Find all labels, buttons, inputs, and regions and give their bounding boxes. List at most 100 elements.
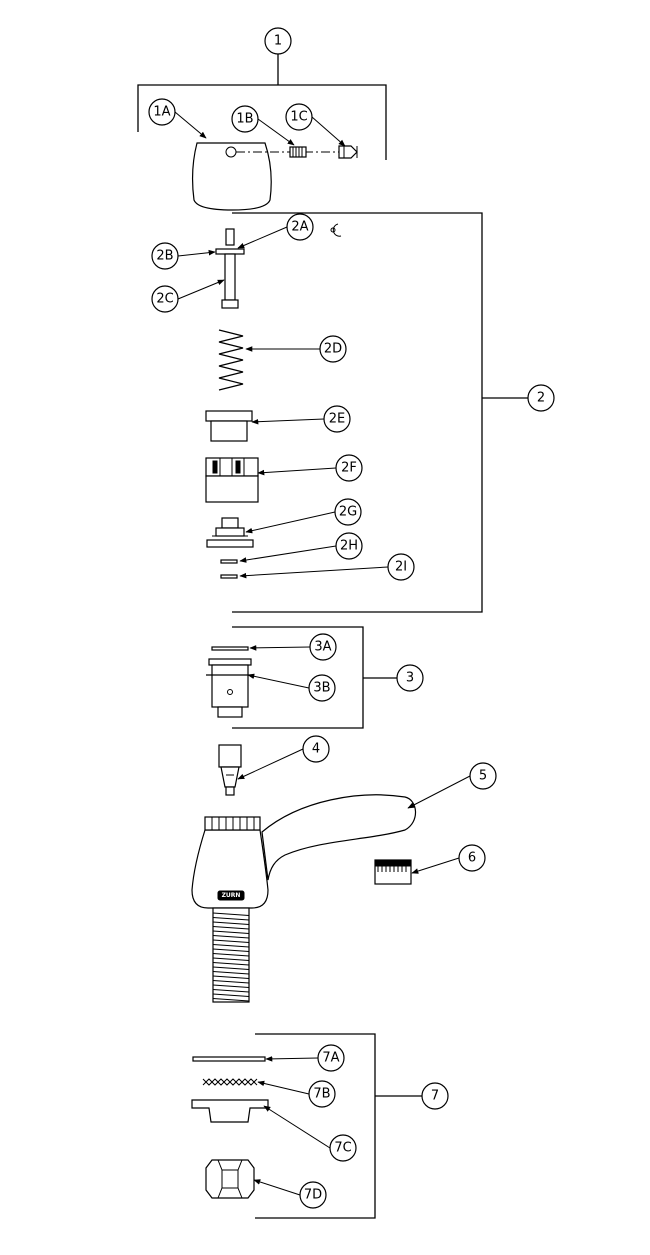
leader-5 [407,775,471,809]
part-7a-gasket [192,1056,266,1062]
callout-7c: 7C [329,1134,357,1162]
callout-2f: 2F [335,454,363,482]
part-3a-gasket [211,646,249,651]
callout-2f-label: 2F [341,461,357,476]
leader-2e [251,418,325,425]
part-2h-washer [220,559,238,564]
group-3-insert-assembly: 3 3A 3B [206,626,424,729]
brand-plate [217,890,245,901]
leader-3a [249,645,311,651]
part-2g-seat [206,517,254,548]
leader-2a [237,226,288,249]
callout-1-label: 1 [274,34,282,49]
callout-4: 4 [302,735,330,763]
part-2e-bonnet [205,410,253,442]
callout-1a: 1A [148,98,176,126]
callout-2c: 2C [151,285,179,313]
part-4-nozzle: 4 [218,735,330,796]
group-7-mounting-hardware: 7 7A 7B 7C 7D [191,1033,449,1219]
callout-3: 3 [396,664,424,692]
callout-3a: 3A [309,633,337,661]
leader-2g [245,511,336,534]
callout-1a-label: 1A [153,105,170,120]
part-2i-washer [220,574,238,579]
leader-2f [257,467,337,476]
callout-2i: 2I [387,553,415,581]
callout-6: 6 [458,844,486,872]
leader-6 [411,857,460,874]
callout-2d: 2D [319,335,347,363]
group-2-bracket [232,212,483,613]
callout-7-label: 7 [431,1089,439,1104]
part-7d-lock-nut [205,1159,255,1199]
leader-1a [174,111,207,139]
callout-2a-label: 2A [291,220,308,235]
callout-3-label: 3 [406,671,414,686]
group-1-handle-assembly: 1 1A 1B 1C [137,27,387,211]
leader-2c [177,279,225,300]
callout-2b: 2B [151,242,179,270]
part-2a-retaining-clip [330,223,342,237]
callout-7c-label: 7C [334,1141,351,1156]
part-1a-handle [191,142,272,211]
callout-7a: 7A [317,1044,345,1072]
part-5-faucet-body: ZURN 5 [191,762,497,1003]
part-2-stem [215,228,245,309]
leader-2h [239,545,337,563]
group-7-bracket [255,1033,376,1219]
callout-7b-label: 7B [313,1087,330,1102]
callout-3b: 3B [308,674,336,702]
part-1b-set-screw [289,146,307,158]
callout-1c: 1C [285,103,313,131]
leader-1c [311,116,346,147]
callout-2h-label: 2H [340,539,358,554]
callout-3a-label: 3A [314,640,331,655]
leader-7c [263,1105,331,1149]
leader-2i [239,566,389,579]
leader-1b [257,118,295,146]
callout-7: 7 [421,1082,449,1110]
group-2-cartridge-assembly: 2 2A 2B 2C 2D 2E 2F 2G 2H 2I [151,212,555,613]
leader-7a [265,1056,319,1062]
callout-1b: 1B [231,105,259,133]
callout-3b-label: 3B [313,681,330,696]
part-7c-lock-washer [191,1099,269,1123]
callout-2c-label: 2C [156,292,173,307]
callout-2: 2 [527,384,555,412]
faucet-spout [261,794,417,881]
callout-6-label: 6 [468,851,476,866]
faucet-top-thread-lines [211,817,255,830]
callout-1c-label: 1C [290,110,307,125]
callout-2d-label: 2D [324,342,342,357]
part-3b-insert [206,658,254,718]
leader-7b [257,1080,310,1095]
group-3-bracket [232,626,364,729]
group-1-bracket [137,84,387,160]
callout-2g: 2G [334,498,362,526]
part-1c-handle-screw [338,145,358,159]
callout-1b-label: 1B [236,112,253,127]
callout-2e-label: 2E [329,412,346,427]
part-7b-friction-washer [202,1078,258,1086]
callout-5-label: 5 [479,769,487,784]
callout-2a: 2A [286,213,314,241]
faucet-body-shell [191,829,269,909]
callout-7d: 7D [299,1181,327,1209]
leader-2b [177,249,216,257]
callout-2g-label: 2G [339,505,357,520]
callout-2h: 2H [335,532,363,560]
leader-3b [247,673,310,689]
callout-2e: 2E [323,405,351,433]
part-6-aerator: 6 [374,844,486,885]
faucet-shank-threads [212,912,250,1002]
callout-2i-label: 2I [395,560,407,575]
callout-7d-label: 7D [304,1188,322,1203]
callout-5: 5 [469,762,497,790]
callout-4-label: 4 [312,742,320,757]
callout-2b-label: 2B [156,249,173,264]
part-2d-spring [218,329,244,391]
leader-7d [253,1179,301,1196]
callout-7b: 7B [308,1080,336,1108]
brand-mark: ZURN [222,892,241,899]
